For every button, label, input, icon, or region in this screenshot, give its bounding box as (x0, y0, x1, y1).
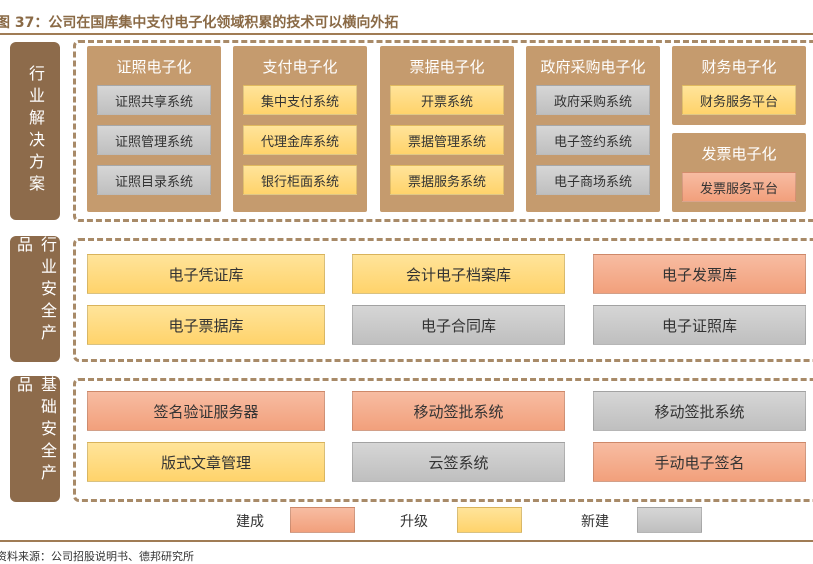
product-box: 电子凭证库 (87, 254, 325, 294)
solution-header: 政府采购电子化 (540, 58, 646, 76)
solution-item: 票据服务系统 (390, 165, 504, 195)
legend-label-built: 建成 (236, 514, 264, 530)
product-box: 移动签批系统 (352, 391, 565, 431)
product-box: 会计电子档案库 (352, 254, 565, 294)
solution-item: 证照共享系统 (97, 85, 211, 115)
legend-swatch-new (637, 507, 702, 533)
row-label-industry-products: 行业安全产品 (10, 236, 60, 362)
product-box: 手动电子签名 (593, 442, 806, 482)
solution-item: 开票系统 (390, 85, 504, 115)
product-box: 电子票据库 (87, 305, 325, 345)
solution-header: 证照电子化 (116, 58, 192, 76)
solution-procurement: 政府采购电子化 政府采购系统 电子签约系统 电子商场系统 (526, 46, 660, 212)
solution-bill: 票据电子化 开票系统 票据管理系统 票据服务系统 (380, 46, 514, 212)
solution-item: 票据管理系统 (390, 125, 504, 155)
solution-header: 票据电子化 (409, 58, 485, 76)
solution-header: 支付电子化 (262, 58, 338, 76)
solution-item: 财务服务平台 (682, 85, 796, 115)
base-products-container (73, 378, 813, 502)
solution-invoice: 发票电子化 发票服务平台 (672, 133, 806, 212)
row-label-base-products: 基础安全产品 (10, 376, 60, 502)
solution-item: 发票服务平台 (682, 172, 796, 202)
solution-item: 电子签约系统 (536, 125, 650, 155)
product-box: 电子发票库 (593, 254, 806, 294)
legend-label-upgrade: 升级 (400, 514, 428, 530)
product-box: 移动签批系统 (593, 391, 806, 431)
solution-header: 发票电子化 (701, 145, 777, 163)
figure-title: 图 37：公司在国库集中支付电子化领域积累的技术可以横向外拓 (0, 15, 399, 31)
bottom-rule (0, 540, 813, 542)
solution-item: 电子商场系统 (536, 165, 650, 195)
industry-products-container (73, 238, 813, 362)
solution-payment: 支付电子化 集中支付系统 代理金库系统 银行柜面系统 (233, 46, 367, 212)
solution-item: 银行柜面系统 (243, 165, 357, 195)
product-box: 云签系统 (352, 442, 565, 482)
solution-item: 代理金库系统 (243, 125, 357, 155)
solution-item: 政府采购系统 (536, 85, 650, 115)
product-box: 版式文章管理 (87, 442, 325, 482)
solution-header: 财务电子化 (701, 58, 777, 76)
row-label-solutions: 行业解决方案 (10, 42, 60, 220)
legend-swatch-built (290, 507, 355, 533)
source-note: 资料来源：公司招股说明书、德邦研究所 (0, 550, 194, 563)
solution-item: 集中支付系统 (243, 85, 357, 115)
product-box: 电子合同库 (352, 305, 565, 345)
top-rule (0, 33, 813, 35)
solution-license: 证照电子化 证照共享系统 证照管理系统 证照目录系统 (87, 46, 221, 212)
solution-finance: 财务电子化 财务服务平台 (672, 46, 806, 125)
solutions-container (73, 40, 813, 222)
legend-label-new: 新建 (581, 514, 609, 530)
legend-swatch-upgrade (457, 507, 522, 533)
product-box: 签名验证服务器 (87, 391, 325, 431)
solution-item: 证照管理系统 (97, 125, 211, 155)
product-box: 电子证照库 (593, 305, 806, 345)
solution-item: 证照目录系统 (97, 165, 211, 195)
